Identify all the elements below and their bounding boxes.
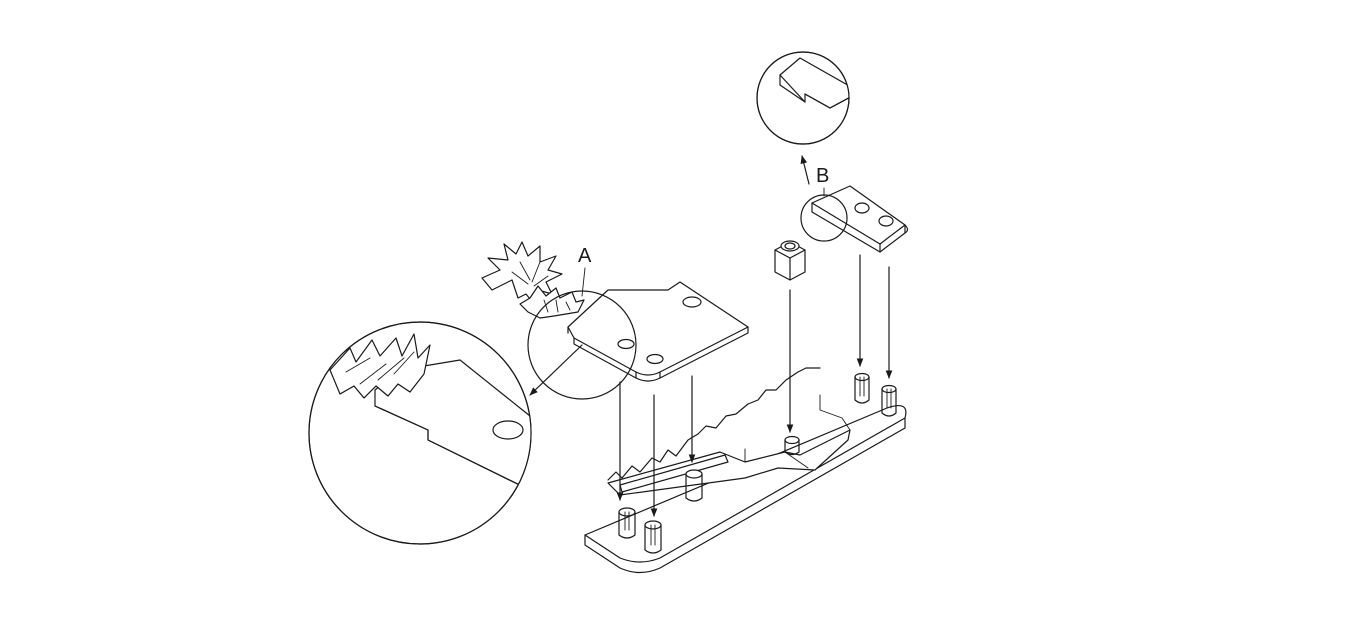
detail-circle-a — [527, 290, 637, 400]
hole — [617, 338, 635, 350]
hole — [646, 353, 664, 365]
block-b — [811, 185, 909, 253]
svg-text:B: B — [816, 165, 829, 187]
spacer-bushing — [774, 240, 806, 281]
detail-b-arrow — [800, 155, 810, 185]
svg-text:A: A — [578, 245, 592, 267]
assembly-arrows — [616, 254, 893, 517]
magnified-detail-a — [308, 321, 532, 545]
base-plate — [584, 394, 907, 574]
pin — [685, 469, 703, 502]
magnified-detail-b — [756, 51, 850, 145]
hole — [682, 296, 702, 308]
pin — [881, 384, 897, 417]
pin — [618, 507, 636, 539]
hole — [854, 202, 870, 214]
hole — [878, 215, 894, 227]
pin — [784, 435, 800, 456]
detail-a-arrow — [529, 344, 583, 396]
callout-a: A — [578, 245, 592, 297]
pin — [854, 372, 870, 404]
pin — [644, 520, 662, 554]
palm-tree-icon — [481, 241, 585, 319]
callout-b: B — [816, 165, 829, 197]
torn-edge-line — [607, 367, 821, 481]
pin-group — [618, 372, 897, 554]
upper-plate — [567, 281, 749, 382]
